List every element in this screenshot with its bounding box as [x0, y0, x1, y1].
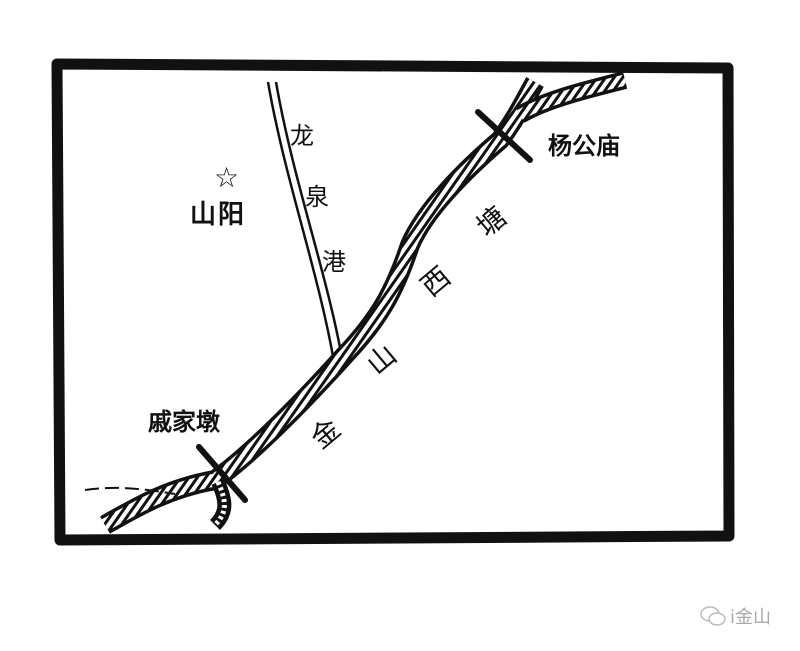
river-label-longquangang-2: 泉	[305, 183, 329, 211]
watermark-text: i金山	[730, 607, 772, 628]
river-label-longquangang-1: 龙	[290, 122, 314, 150]
map-frame	[51, 58, 735, 546]
place-label-yanggongmiao: 杨公庙	[548, 132, 620, 160]
capital-star-icon: ☆	[214, 161, 240, 194]
qijiadun-marker	[196, 444, 248, 503]
longquangang-river	[266, 81, 344, 363]
place-label-qijiadun: 戚家墩	[148, 408, 220, 436]
watermark: i金山	[700, 603, 771, 629]
wechat-icon	[700, 606, 726, 626]
yanggongmiao-marker	[475, 109, 533, 163]
jinshan-xitang-canal	[84, 71, 628, 534]
place-label-shanyang: 山阳	[190, 200, 247, 230]
river-label-longquangang-3: 港	[322, 248, 346, 276]
